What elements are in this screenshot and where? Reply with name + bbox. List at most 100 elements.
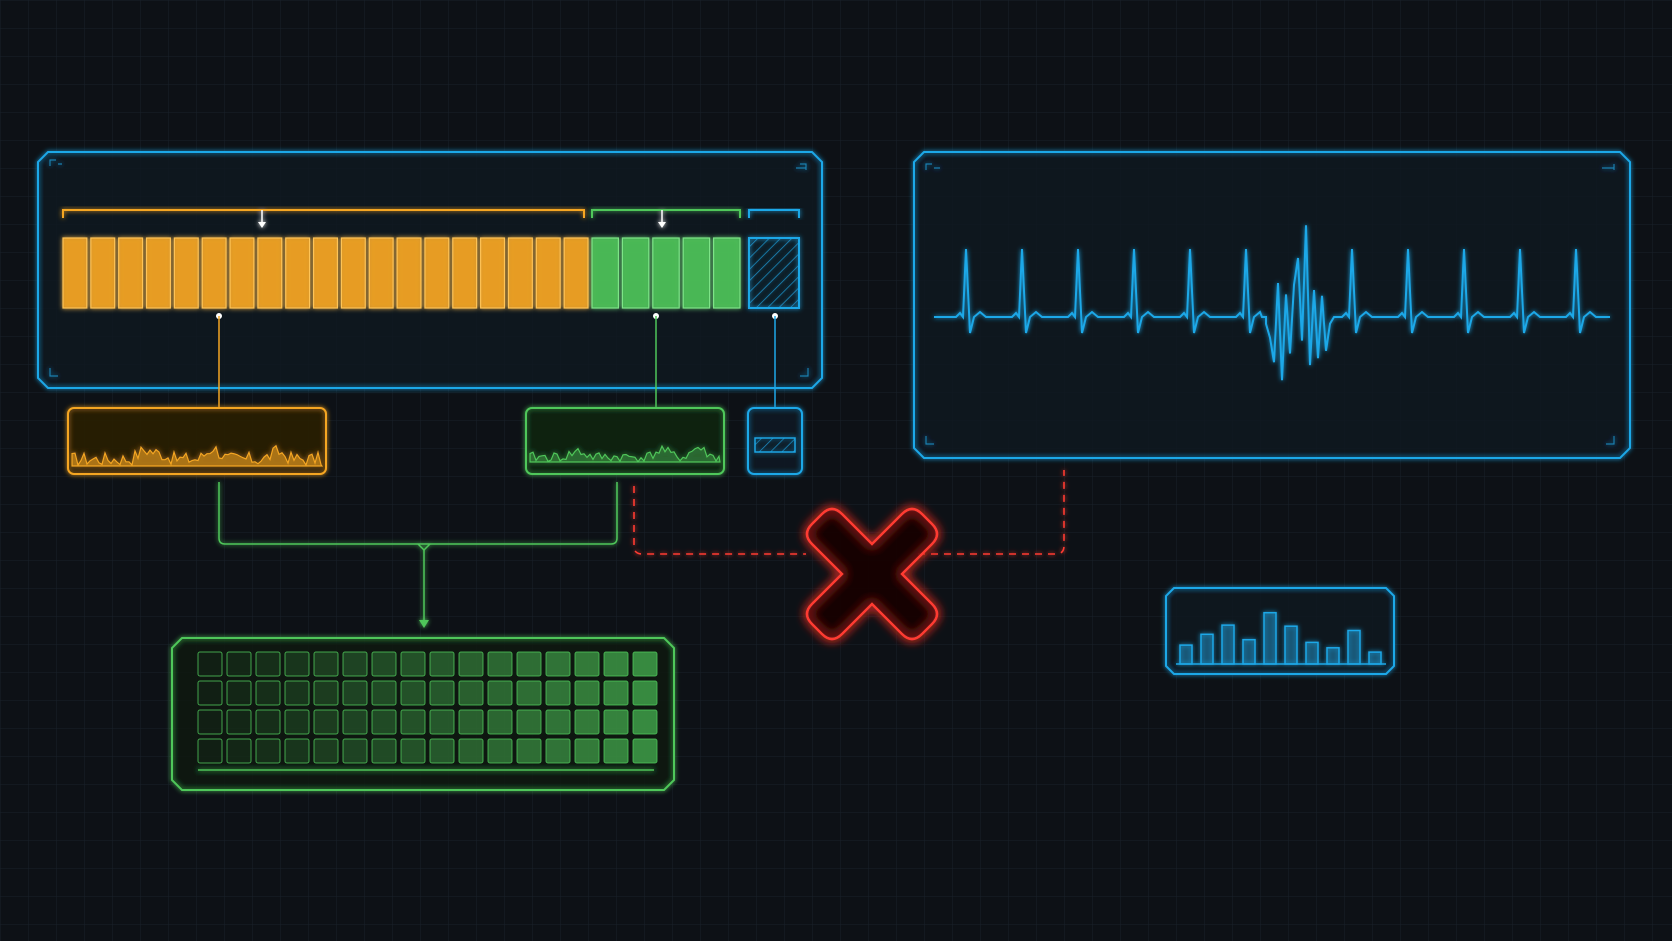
key-cell — [458, 738, 484, 764]
spectrum-bar — [1305, 641, 1319, 665]
key-cell — [226, 651, 252, 677]
spectrum-bar — [1200, 633, 1214, 665]
merge-connector — [218, 482, 618, 628]
key-cell — [313, 680, 339, 706]
key-cell — [429, 709, 455, 735]
key-cell — [429, 651, 455, 677]
segment-bar — [62, 237, 800, 309]
key-cell — [458, 709, 484, 735]
cross-mark-icon — [805, 507, 939, 641]
orange-segment — [90, 237, 116, 309]
key-cell — [574, 651, 600, 677]
spectrum-bar — [1242, 638, 1256, 665]
key-cell — [487, 680, 513, 706]
key-cell — [603, 680, 629, 706]
hatched-block-icon — [754, 437, 796, 453]
green-segment — [652, 237, 680, 309]
key-cell — [255, 709, 281, 735]
key-cell — [342, 680, 368, 706]
key-cell — [632, 651, 658, 677]
key-cell — [255, 680, 281, 706]
orange-segment — [229, 237, 255, 309]
orange-connector — [216, 313, 222, 408]
key-cell — [226, 738, 252, 764]
orange-segment — [62, 237, 88, 309]
blue-segment — [748, 237, 800, 309]
key-cell — [313, 709, 339, 735]
spectrum-bar — [1347, 629, 1361, 665]
key-cell — [603, 709, 629, 735]
key-cell — [197, 651, 223, 677]
orange-segment — [535, 237, 561, 309]
key-cell — [226, 680, 252, 706]
key-cell — [284, 680, 310, 706]
green-waveform-box — [525, 407, 725, 475]
key-cell — [255, 738, 281, 764]
key-cell — [400, 651, 426, 677]
spectrum-bar — [1179, 644, 1193, 665]
orange-segment — [507, 237, 533, 309]
key-cell — [516, 738, 542, 764]
key-cell — [545, 651, 571, 677]
red-dashed-connector — [633, 470, 1065, 555]
key-cell — [487, 738, 513, 764]
green-segment — [591, 237, 619, 309]
key-cell — [197, 680, 223, 706]
key-cell — [400, 709, 426, 735]
orange-segment — [340, 237, 366, 309]
green-connector — [653, 313, 659, 408]
spectrum-bar — [1368, 651, 1382, 665]
key-cell — [371, 651, 397, 677]
key-cell — [342, 651, 368, 677]
spectrum-bar — [1221, 624, 1235, 665]
green-segment — [621, 237, 650, 309]
blue-brace-icon — [748, 209, 800, 218]
orange-segment — [480, 237, 506, 309]
key-cell — [371, 738, 397, 764]
orange-waveform-icon — [71, 444, 324, 467]
green-segment — [712, 237, 741, 309]
key-cell — [632, 709, 658, 735]
key-cell — [255, 651, 281, 677]
key-cell — [516, 651, 542, 677]
spectrum-bar — [1326, 647, 1340, 665]
key-cell — [487, 709, 513, 735]
green-brace-icon — [591, 209, 741, 228]
orange-segment — [452, 237, 478, 309]
orange-segment — [563, 237, 589, 309]
key-cell — [574, 709, 600, 735]
orange-segment — [368, 237, 394, 309]
orange-segment — [173, 237, 199, 309]
key-cell — [313, 651, 339, 677]
key-cell — [429, 680, 455, 706]
key-cell — [342, 709, 368, 735]
key-cell — [284, 738, 310, 764]
spectrum-bar — [1284, 625, 1298, 665]
key-cell — [371, 680, 397, 706]
bar-chart-icon — [1176, 611, 1386, 665]
key-cell — [458, 651, 484, 677]
green-segment — [682, 237, 711, 309]
key-cell — [458, 680, 484, 706]
key-cell — [400, 680, 426, 706]
orange-waveform-box — [67, 407, 327, 475]
key-cell — [545, 738, 571, 764]
key-cell — [197, 738, 223, 764]
orange-segment — [145, 237, 171, 309]
orange-segment — [396, 237, 422, 309]
orange-segment — [312, 237, 339, 309]
orange-segment — [424, 237, 450, 309]
orange-segment — [201, 237, 227, 309]
blue-connector — [772, 313, 778, 408]
blue-hatched-box — [747, 407, 803, 475]
orange-segment — [285, 237, 311, 309]
orange-segment — [257, 237, 283, 309]
key-cell — [487, 651, 513, 677]
key-cell — [284, 709, 310, 735]
key-cell — [516, 709, 542, 735]
ekg-panel — [913, 151, 1631, 459]
key-cell — [400, 738, 426, 764]
key-cell — [284, 651, 310, 677]
key-cell — [197, 709, 223, 735]
